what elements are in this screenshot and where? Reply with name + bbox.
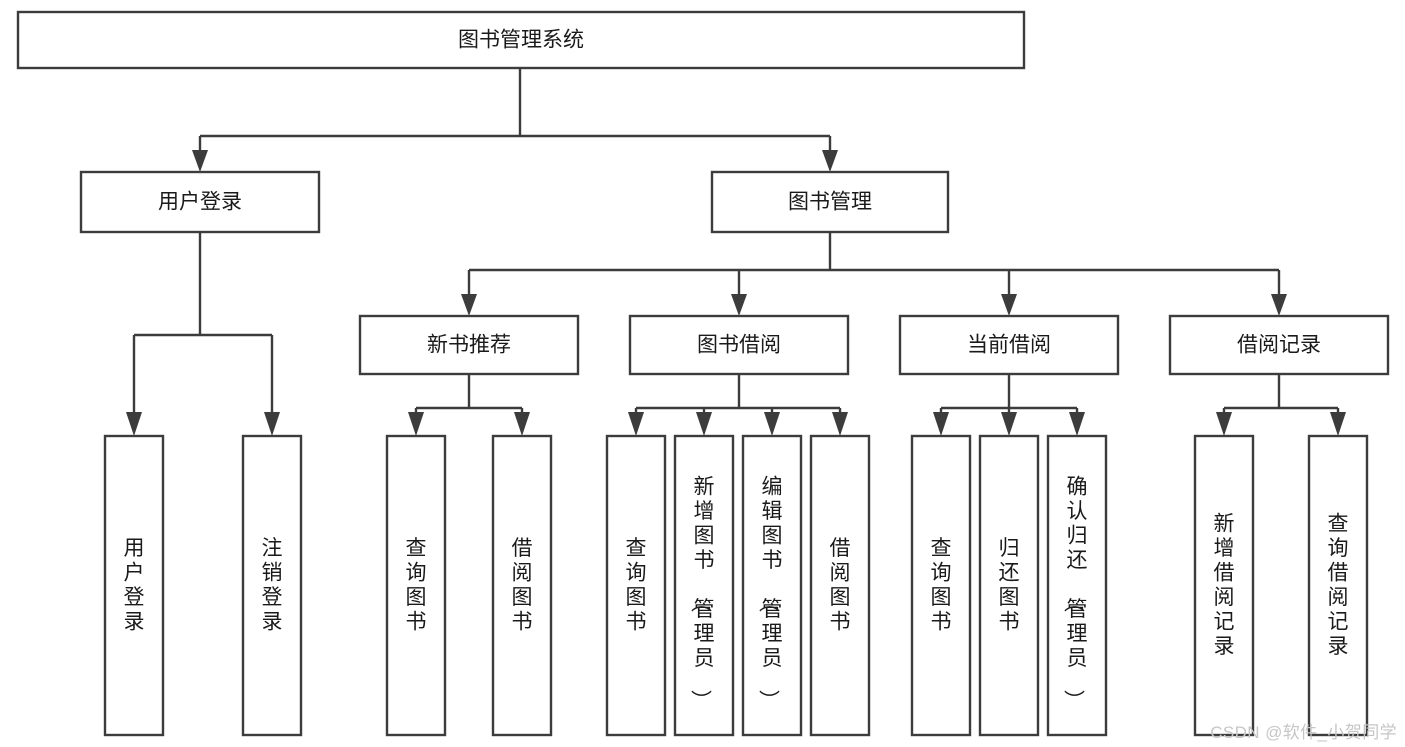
arrow-to-leaf-add-book [696, 412, 712, 436]
node-leaf-query-book-2[interactable]: 查询图书 [605, 434, 667, 737]
arrow-to-leaf-add-record [1216, 412, 1232, 436]
node-leaf-query-record-label: 查询借阅记录 [1328, 512, 1349, 658]
node-leaf-user-login-label: 用户登录 [124, 537, 145, 634]
arrow-to-borrow-record [1271, 294, 1287, 316]
arrow-to-leaf-query-record [1330, 412, 1346, 436]
arrow-to-leaf-borrow-book-2 [832, 412, 848, 436]
node-leaf-confirm-return[interactable]: 确认归还（管理员） [1046, 434, 1108, 737]
node-user-login-rect[interactable] [79, 170, 321, 234]
node-book-borrow[interactable]: 图书借阅 [628, 314, 850, 376]
arrow-to-leaf-return-book [1001, 412, 1017, 436]
node-borrow-record-label: 借阅记录 [1237, 334, 1321, 357]
node-new-book-recommend[interactable]: 新书推荐 [358, 314, 580, 376]
node-leaf-user-login-rect[interactable] [103, 434, 165, 737]
node-book-borrow-label: 图书借阅 [697, 334, 781, 357]
node-leaf-borrow-book-2-label: 借阅图书 [830, 537, 851, 634]
arrow-to-leaf-query-book-1 [408, 412, 424, 436]
node-leaf-add-book-label: 新增图书（管理员） [689, 476, 715, 711]
node-leaf-user-logout-label: 注销登录 [262, 537, 283, 634]
node-leaf-borrow-book-2[interactable]: 借阅图书 [809, 434, 871, 737]
arrow-to-book-manage [822, 150, 838, 172]
node-root-rect[interactable] [16, 10, 1026, 70]
arrow-to-leaf-edit-book [764, 412, 780, 436]
arrow-to-leaf-user-login [126, 412, 142, 436]
node-leaf-borrow-book-1[interactable]: 借阅图书 [491, 434, 553, 737]
node-borrow-record-rect[interactable] [1168, 314, 1390, 376]
node-leaf-return-book-rect[interactable] [978, 434, 1040, 737]
node-leaf-borrow-book-2-rect[interactable] [809, 434, 871, 737]
arrow-to-leaf-query-book-2 [628, 412, 644, 436]
csdn-watermark: CSDN @软件_小贺同学 [1210, 723, 1397, 742]
node-root-label: 图书管理系统 [458, 29, 584, 52]
node-book-manage-rect[interactable] [710, 170, 950, 234]
arrow-to-user-login [192, 150, 208, 172]
arrow-to-leaf-confirm-return [1069, 412, 1085, 436]
node-leaf-user-logout[interactable]: 注销登录 [241, 434, 303, 737]
arrow-to-current-borrow [1001, 294, 1017, 316]
arrow-to-book-borrow [731, 294, 747, 316]
node-leaf-query-record[interactable]: 查询借阅记录 [1307, 434, 1369, 737]
node-new-book-recommend-label: 新书推荐 [427, 334, 511, 357]
node-leaf-add-record-label: 新增借阅记录 [1214, 512, 1235, 658]
arrow-to-new-book-recommend [461, 294, 477, 316]
node-leaf-return-book-label: 归还图书 [999, 537, 1020, 634]
node-user-login-label: 用户登录 [158, 191, 242, 214]
node-book-manage-label: 图书管理 [788, 191, 872, 214]
node-leaf-borrow-book-1-rect[interactable] [491, 434, 553, 737]
node-leaf-borrow-book-1-label: 借阅图书 [512, 537, 533, 634]
node-current-borrow[interactable]: 当前借阅 [898, 314, 1120, 376]
node-book-manage[interactable]: 图书管理 [710, 170, 950, 234]
node-leaf-return-book[interactable]: 归还图书 [978, 434, 1040, 737]
node-leaf-add-book-rect[interactable] [673, 434, 735, 737]
node-leaf-query-book-3-label: 查询图书 [931, 537, 952, 634]
node-leaf-add-record-rect[interactable] [1193, 434, 1255, 737]
node-current-borrow-rect[interactable] [898, 314, 1120, 376]
arrow-to-leaf-query-book-3 [933, 412, 949, 436]
node-new-book-recommend-rect[interactable] [358, 314, 580, 376]
node-leaf-confirm-return-label: 确认归还（管理员） [1062, 476, 1088, 711]
node-leaf-confirm-return-rect[interactable] [1046, 434, 1108, 737]
node-leaf-query-book-3-rect[interactable] [910, 434, 972, 737]
node-leaf-user-logout-rect[interactable] [241, 434, 303, 737]
node-user-login[interactable]: 用户登录 [79, 170, 321, 234]
node-leaf-query-book-2-label: 查询图书 [626, 537, 647, 634]
node-leaf-edit-book[interactable]: 编辑图书（管理员） [741, 434, 803, 737]
arrow-to-leaf-borrow-book-1 [514, 412, 530, 436]
node-root[interactable]: 图书管理系统 [16, 10, 1026, 70]
arrow-to-leaf-user-logout [264, 412, 280, 436]
node-leaf-query-book-1-rect[interactable] [385, 434, 447, 737]
node-leaf-query-book-1-label: 查询图书 [406, 537, 427, 634]
connector-layer [126, 68, 1346, 436]
node-borrow-record[interactable]: 借阅记录 [1168, 314, 1390, 376]
node-leaf-user-login[interactable]: 用户登录 [103, 434, 165, 737]
node-leaf-add-book[interactable]: 新增图书（管理员） [673, 434, 735, 737]
node-leaf-edit-book-rect[interactable] [741, 434, 803, 737]
node-leaf-query-book-3[interactable]: 查询图书 [910, 434, 972, 737]
node-leaf-edit-book-label: 编辑图书（管理员） [757, 476, 783, 711]
node-leaf-query-record-rect[interactable] [1307, 434, 1369, 737]
node-leaf-query-book-2-rect[interactable] [605, 434, 667, 737]
node-book-borrow-rect[interactable] [628, 314, 850, 376]
node-leaf-add-record[interactable]: 新增借阅记录 [1193, 434, 1255, 737]
node-leaf-query-book-1[interactable]: 查询图书 [385, 434, 447, 737]
node-current-borrow-label: 当前借阅 [967, 334, 1051, 357]
